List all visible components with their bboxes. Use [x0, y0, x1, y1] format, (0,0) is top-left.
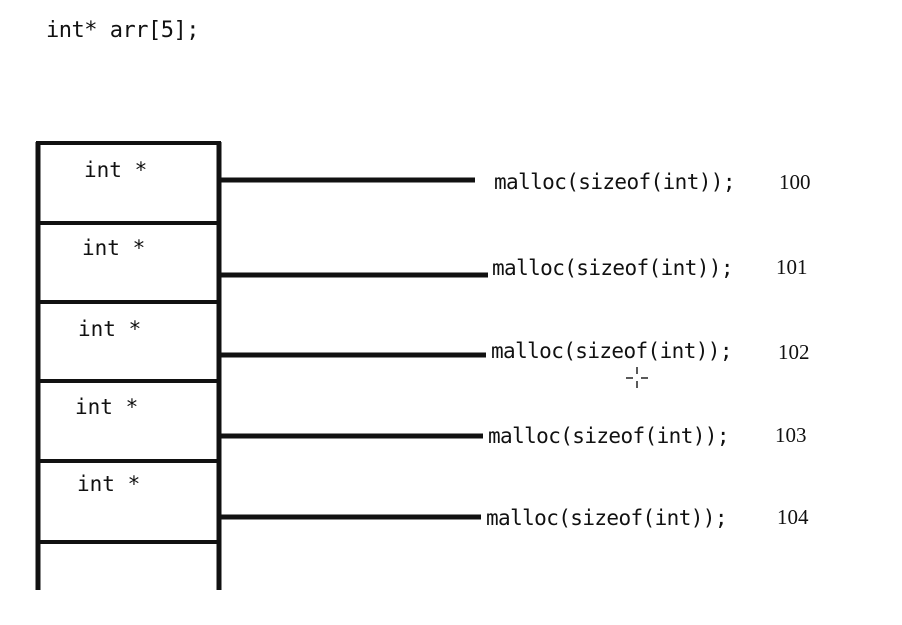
- cell-label-1: int *: [82, 236, 146, 260]
- cell-label-3: int *: [75, 395, 139, 419]
- malloc-call-1: malloc(sizeof(int));: [492, 256, 733, 280]
- malloc-call-2: malloc(sizeof(int));: [491, 339, 732, 363]
- array-declaration: int* arr[5];: [46, 18, 199, 43]
- address-0: 100: [779, 170, 811, 194]
- malloc-call-0: malloc(sizeof(int));: [494, 170, 735, 194]
- malloc-call-4: malloc(sizeof(int));: [486, 506, 727, 530]
- malloc-call-3: malloc(sizeof(int));: [488, 424, 729, 448]
- address-2: 102: [778, 340, 810, 364]
- address-4: 104: [777, 505, 809, 529]
- cell-label-4: int *: [77, 472, 141, 496]
- cell-label-0: int *: [84, 158, 148, 182]
- crosshair-cursor-icon: [626, 367, 648, 388]
- cell-label-2: int *: [78, 317, 142, 341]
- address-3: 103: [775, 423, 807, 447]
- address-1: 101: [776, 255, 808, 279]
